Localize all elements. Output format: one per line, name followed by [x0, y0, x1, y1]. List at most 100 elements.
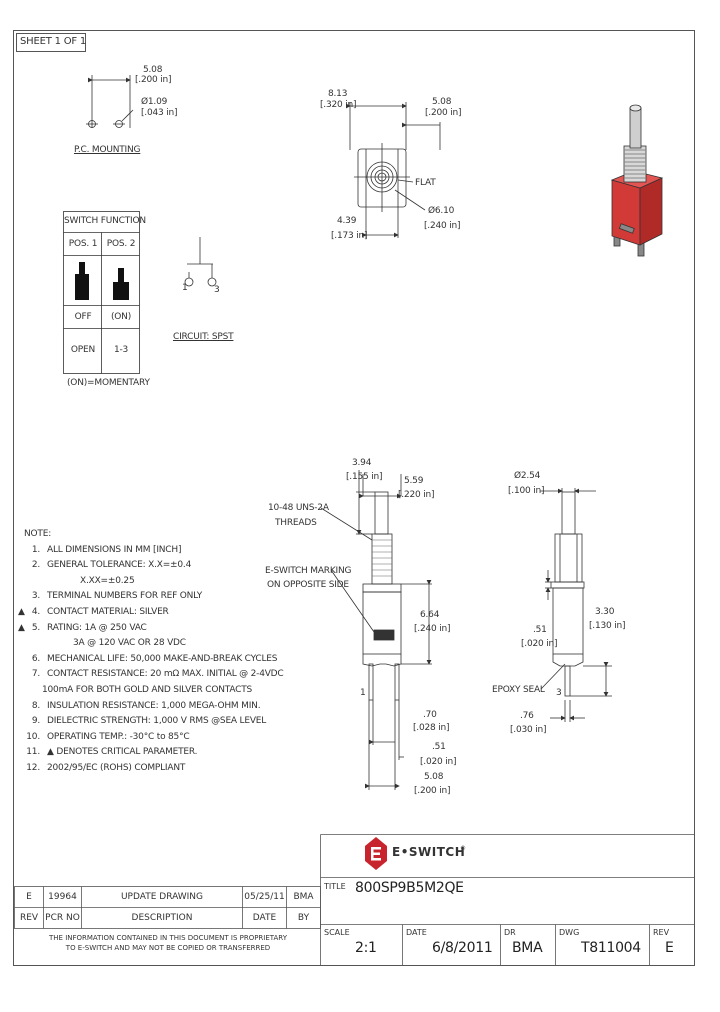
dwg-number: T811004: [581, 940, 641, 956]
top-offset-mm: 4.39: [337, 216, 357, 226]
end-act-in: [.100 in]: [508, 486, 545, 496]
note-row: 6.MECHANICAL LIFE: 50,000 MAKE-AND-BREAK…: [31, 653, 278, 664]
title-label: TITLE: [324, 882, 346, 891]
part-number: 800SP9B5M2QE: [355, 880, 464, 896]
note-row: 9.DIELECTRIC STRENGTH: 1,000 V RMS @SEA …: [31, 716, 267, 727]
pos1-state: OFF: [74, 312, 92, 322]
sheet-label: SHEET 1 OF 1: [20, 36, 87, 47]
rev-value: E: [26, 892, 32, 902]
circuit-pin-3: 3: [214, 285, 220, 295]
switch-function-table: [63, 211, 140, 374]
side-term-mm: .70: [423, 710, 437, 720]
side-body-mm: 6.64: [420, 610, 440, 620]
by-header: BY: [297, 913, 310, 923]
marking-line1: E-SWITCH MARKING: [265, 566, 352, 576]
proprietary-line1: THE INFORMATION CONTAINED IN THIS DOCUME…: [49, 934, 287, 942]
pos2-state: (ON): [110, 312, 132, 322]
note-row: 2.GENERAL TOLERANCE: X.X=±0.4: [31, 560, 192, 571]
end-w-mm: .76: [520, 711, 534, 721]
sheet-label-box: [16, 33, 86, 52]
proprietary-line2: TO E-SWITCH AND MAY NOT BE COPIED OR TRA…: [65, 944, 271, 952]
end-view-figure: [540, 488, 612, 722]
note-row: 12.2002/95/EC (ROHS) COMPLIANT: [26, 762, 186, 773]
dwg-label: DWG: [559, 928, 580, 937]
drawn-by: BMA: [512, 940, 543, 956]
note-row: 10.OPERATING TEMP.: -30°C to 85°C: [26, 731, 190, 742]
top-width-mm: 8.13: [328, 89, 348, 99]
note-row: 7.CONTACT RESISTANCE: 20 mΩ MAX. INITIAL…: [31, 669, 284, 680]
pos2-header: POS. 2: [106, 239, 136, 249]
sheet-border: [13, 30, 695, 966]
end-act-mm: Ø2.54: [514, 471, 541, 481]
pos1-header: POS. 1: [68, 239, 98, 249]
end-w-in: [.030 in]: [510, 725, 547, 735]
note-row: 3.TERMINAL NUMBERS FOR REF ONLY: [31, 591, 203, 602]
side-body-in: [.240 in]: [414, 624, 451, 634]
end-h-mm: 3.30: [595, 607, 615, 617]
side-pitch-mm: 5.08: [424, 772, 444, 782]
note-row: 100mA FOR BOTH GOLD AND SILVER CONTACTS: [42, 684, 253, 695]
circuit-figure: [184, 237, 217, 287]
pc-spacing-mm: 5.08: [143, 65, 163, 75]
date-label: DATE: [406, 928, 427, 937]
note-row: ▲4.CONTACT MATERIAL: SILVER: [18, 605, 318, 621]
pcr-value: 19964: [48, 892, 77, 902]
end-pin-3: 3: [556, 688, 562, 698]
circuit-label: CIRCUIT: SPST: [173, 332, 234, 342]
critical-icon: ▲: [18, 622, 25, 633]
top-dia-mm: Ø6.10: [428, 206, 455, 216]
threads-spec: 10-48 UNS-2A: [268, 503, 329, 513]
scale-label: SCALE: [324, 928, 350, 937]
switch-3d-render: [610, 104, 664, 257]
pc-mounting-figure: [86, 75, 134, 128]
side-view-figure: [320, 470, 432, 790]
drawn-label: DR: [504, 928, 516, 937]
rev-header: REV: [19, 913, 39, 923]
side-pin-mm: .51: [432, 742, 446, 752]
top-right-mm: 5.08: [432, 97, 452, 107]
top-right-in: [.200 in]: [425, 108, 462, 118]
momentary-footnote: (ON)=MOMENTARY: [67, 378, 150, 388]
rev-label-tb: REV: [653, 928, 670, 937]
note-row: 3A @ 120 VAC OR 28 VDC: [73, 638, 186, 649]
notes-block: NOTE: 1.ALL DIMENSIONS IN MM [INCH] 2.GE…: [18, 527, 318, 777]
date-value: 05/25/11: [244, 892, 285, 902]
pc-hole-in: [.043 in]: [141, 108, 178, 118]
epoxy-seal-label: EPOXY SEAL: [492, 685, 545, 695]
top-offset-in: [.173 in]: [331, 231, 368, 241]
brand-registered-mark: ®: [460, 845, 466, 852]
side-pin-in: [.020 in]: [420, 757, 457, 767]
by-value: BMA: [293, 892, 314, 902]
date-value-tb: 6/8/2011: [432, 940, 493, 956]
pc-mounting-label: P.C. MOUNTING: [74, 145, 141, 155]
note-row: 8.INSULATION RESISTANCE: 1,000 MEGA-OHM …: [31, 700, 261, 711]
note-row: 11.▲ DENOTES CRITICAL PARAMETER.: [26, 747, 198, 758]
scale-value: 2:1: [355, 940, 377, 956]
threads-label: THREADS: [275, 518, 317, 528]
top-dia-in: [.240 in]: [424, 221, 461, 231]
critical-icon: ▲: [18, 606, 25, 617]
date-header: DATE: [252, 913, 277, 923]
description-value: UPDATE DRAWING: [120, 892, 204, 902]
switch-function-header: SWITCH FUNCTION: [64, 216, 146, 226]
top-flat-label: FLAT: [415, 178, 436, 188]
notes-title: NOTE:: [24, 529, 52, 539]
pos1-contact: OPEN: [70, 345, 96, 355]
pc-spacing-in: [.200 in]: [135, 75, 172, 85]
rev-value-tb: E: [665, 940, 674, 956]
switch-position-icons: [75, 262, 129, 300]
side-bushing-mm: 3.94: [352, 458, 372, 468]
side-pin-1: 1: [360, 688, 366, 698]
title-block-lines: [320, 834, 695, 966]
circuit-pin-1: 1: [182, 283, 188, 293]
description-header: DESCRIPTION: [131, 913, 193, 923]
note-row: X.XX=±0.25: [80, 575, 135, 586]
side-bushing-in: [.155 in]: [346, 472, 383, 482]
pc-hole-mm: Ø1.09: [141, 97, 168, 107]
side-term-in: [.028 in]: [413, 723, 450, 733]
e-switch-logo-mark: [365, 837, 387, 870]
top-width-in: [.320 in]: [320, 100, 357, 110]
note-row: 1.ALL DIMENSIONS IN MM [INCH]: [31, 544, 182, 555]
